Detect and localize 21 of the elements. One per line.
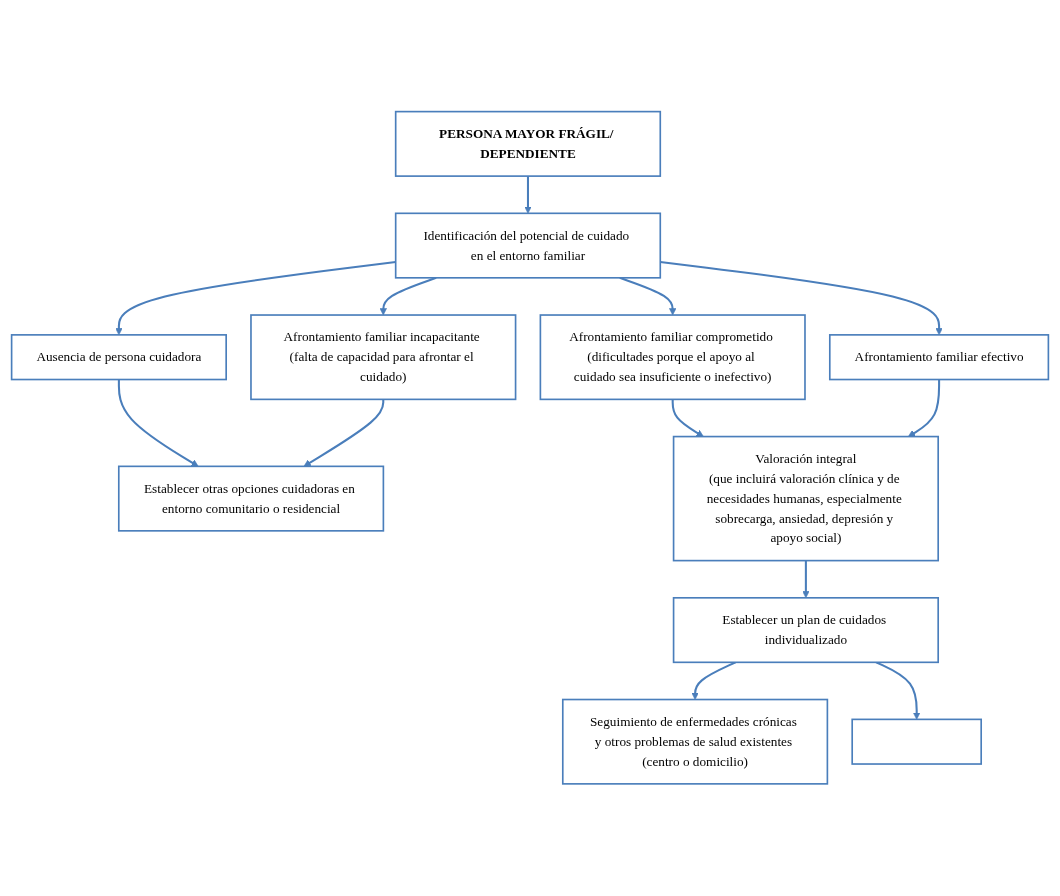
arrow <box>671 399 704 438</box>
node-box: Identificación del potencial de cuidado en el entorno familiar <box>394 212 662 279</box>
arrow <box>303 399 385 467</box>
arrow <box>524 176 532 214</box>
arrow <box>117 379 199 467</box>
arrow <box>908 379 941 438</box>
node-box: Establecer un plan de cuidados individualizado <box>672 597 939 664</box>
arrow <box>115 261 396 336</box>
node-box: Valoración integral (que incluirá valoración clínica y de necesidades humanas, especialmente sobrecarga, ansiedad, depresión y apoyo social) <box>672 436 939 562</box>
node-box: Afrontamiento familiar efectivo <box>828 334 1050 381</box>
arrow <box>691 661 737 701</box>
node-box: Establecer otras opciones cuidadoras en entorno comunitario o residencial <box>117 465 385 532</box>
node-box: Afrontamiento familiar comprometido (dificultades porque el apoyo al cuidado sea insuficiente o inefectivo) <box>539 314 806 401</box>
node-box: PERSONA MAYOR FRÁGIL/ DEPENDIENTE <box>394 111 662 178</box>
node-box: Afrontamiento familiar incapacitante (falta de capacidad para afrontar el cuidado) <box>250 314 517 401</box>
node-box <box>851 718 982 766</box>
node-box: Ausencia de persona cuidadora <box>10 334 227 381</box>
arrow <box>802 560 810 599</box>
arrow <box>660 261 943 336</box>
node-box: Seguimiento de enfermedades crónicas y otros problemas de salud existentes (centro o domicilio) <box>561 698 829 785</box>
arrow <box>875 661 921 720</box>
